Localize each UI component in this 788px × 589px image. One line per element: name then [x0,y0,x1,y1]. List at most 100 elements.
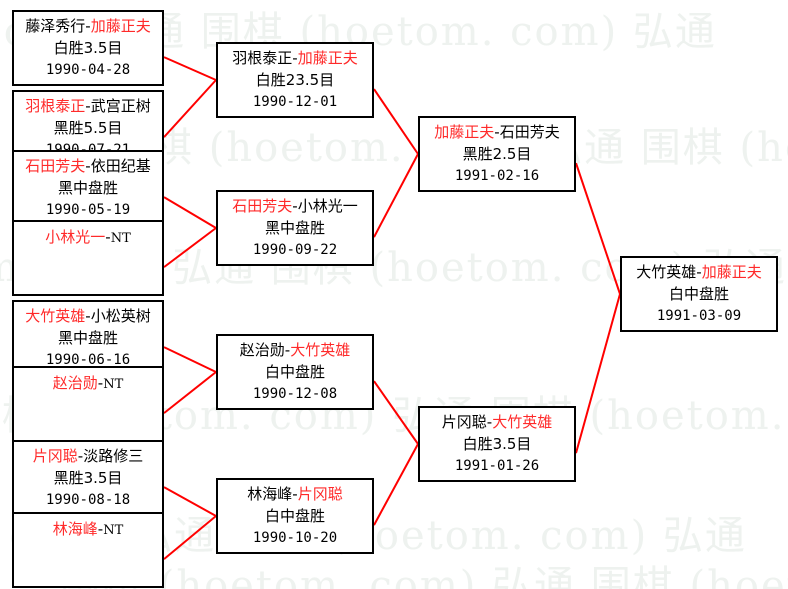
match-date: 1991-03-09 [656,308,742,324]
bracket-connector [163,486,217,517]
match-box[interactable]: 赵治勋-NT [12,366,164,442]
match-box[interactable]: 石田芳夫-依田纪基黑中盘胜 1990-05-19 [12,150,164,226]
player-left: 赵治勋 [239,341,285,359]
match-date: 1990-10-20 [252,530,338,546]
player-left: 石田芳夫 [232,197,293,215]
match-box[interactable]: 赵治勋-大竹英雄白中盘胜 1990-12-08 [216,334,374,410]
player-separator: - [292,197,298,215]
match-result: 白胜3.5目 [462,435,532,453]
match-players: 林海峰-片冈聪 [218,480,372,505]
match-players: 林海峰-NT [14,514,162,540]
match-players: 加藤正夫-石田芳夫 [420,118,574,143]
player-left: 林海峰 [52,520,98,538]
bracket-connector [163,227,217,268]
match-box[interactable]: 林海峰-NT [12,512,164,588]
match-box[interactable]: 石田芳夫-小林光一黑中盘胜 1990-09-22 [216,190,374,266]
match-result: 黑胜5.5目 [53,119,123,137]
match-players: 大竹英雄-小松英树 [14,302,162,327]
match-box[interactable]: 小林光一-NT [12,220,164,296]
bracket-connector [575,162,621,295]
match-date: 1990-05-19 [45,202,131,218]
player-right: 石田芳夫 [499,123,560,141]
player-separator: - [85,307,91,325]
player-separator: - [85,157,91,175]
match-players: 石田芳夫-小林光一 [218,192,372,217]
player-left: 赵治勋 [52,374,98,392]
player-separator: - [284,341,291,359]
bracket-connector [163,371,217,414]
player-right: 加藤正夫 [297,49,358,67]
player-right: 大竹英雄 [290,341,351,359]
match-date: 1990-12-01 [252,94,338,110]
player-separator: - [85,97,91,115]
player-left: 大竹英雄 [636,263,697,281]
bracket-connector [163,196,217,229]
match-box[interactable]: 林海峰-片冈聪白中盘胜 1990-10-20 [216,478,374,554]
player-separator: - [486,413,493,431]
match-players: 大竹英雄-加藤正夫 [622,258,776,283]
bye-label: NT [103,377,124,392]
bracket-connector [373,88,419,155]
match-players: 石田芳夫-依田纪基 [14,152,162,177]
match-result: 白胜23.5目 [255,71,335,89]
watermark-row: 围棋 (hoetom. com) 弘通 围棋 (hoetom. com) 弘通 [60,563,788,589]
player-right: 武宫正树 [90,97,151,115]
bracket-connector [373,153,419,238]
player-right: 淡路修三 [83,447,144,465]
player-left: 藤泽秀行 [25,17,86,35]
match-date: 1990-04-28 [45,62,131,78]
player-right: 大竹英雄 [492,413,553,431]
match-result: 黑中盘胜 [264,219,325,237]
match-players: 藤泽秀行-加藤正夫 [14,12,162,37]
match-result: 黑中盘胜 [57,179,118,197]
bracket-connector [163,515,217,560]
player-left: 片冈聪 [32,447,78,465]
match-date: 1991-01-26 [454,458,540,474]
match-date: 1990-09-22 [252,242,338,258]
player-separator: - [97,520,104,538]
match-result: 白中盘胜 [264,507,325,525]
player-separator: - [696,263,702,281]
player-separator: - [105,228,111,246]
bye-label: NT [103,523,124,538]
match-date: 1990-12-08 [252,386,338,402]
match-players: 赵治勋-NT [14,368,162,394]
player-right: 加藤正夫 [90,17,151,35]
match-date: 1990-08-18 [45,492,131,508]
match-box[interactable]: 加藤正夫-石田芳夫黑胜2.5目 1991-02-16 [418,116,576,192]
match-result: 黑胜3.5目 [53,469,123,487]
bracket-connector [373,380,419,445]
match-players: 羽根泰正-武宫正树 [14,92,162,117]
match-result: 白中盘胜 [264,363,325,381]
bracket-connector [163,346,217,373]
match-date: 1990-06-16 [45,352,131,368]
match-box[interactable]: 片冈聪-大竹英雄白胜3.5目 1991-01-26 [418,406,576,482]
player-left: 加藤正夫 [434,123,495,141]
match-players: 小林光一-NT [14,222,162,248]
bracket-connector [373,443,419,526]
match-box[interactable]: 藤泽秀行-加藤正夫白胜3.5目 1990-04-28 [12,10,164,86]
match-box[interactable]: 片冈聪-淡路修三黑胜3.5目 1990-08-18 [12,440,164,516]
player-left: 羽根泰正 [25,97,86,115]
match-players: 片冈聪-淡路修三 [14,442,162,467]
bracket-connector [575,293,621,454]
player-right: 片冈聪 [297,485,343,503]
player-left: 石田芳夫 [25,157,86,175]
player-right: 小松英树 [90,307,151,325]
match-result: 黑胜2.5目 [462,145,532,163]
match-players: 赵治勋-大竹英雄 [218,336,372,361]
player-separator: - [97,374,104,392]
player-left: 大竹英雄 [25,307,86,325]
match-result: 黑中盘胜 [57,329,118,347]
bracket-connector [163,56,217,81]
player-separator: - [77,447,84,465]
player-right: 加藤正夫 [701,263,762,281]
match-date: 1991-02-16 [454,168,540,184]
player-left: 片冈聪 [441,413,487,431]
player-separator: - [85,17,91,35]
match-box[interactable]: 大竹英雄-小松英树黑中盘胜 1990-06-16 [12,300,164,376]
match-result: 白胜3.5目 [53,39,123,57]
match-players: 片冈聪-大竹英雄 [420,408,574,433]
